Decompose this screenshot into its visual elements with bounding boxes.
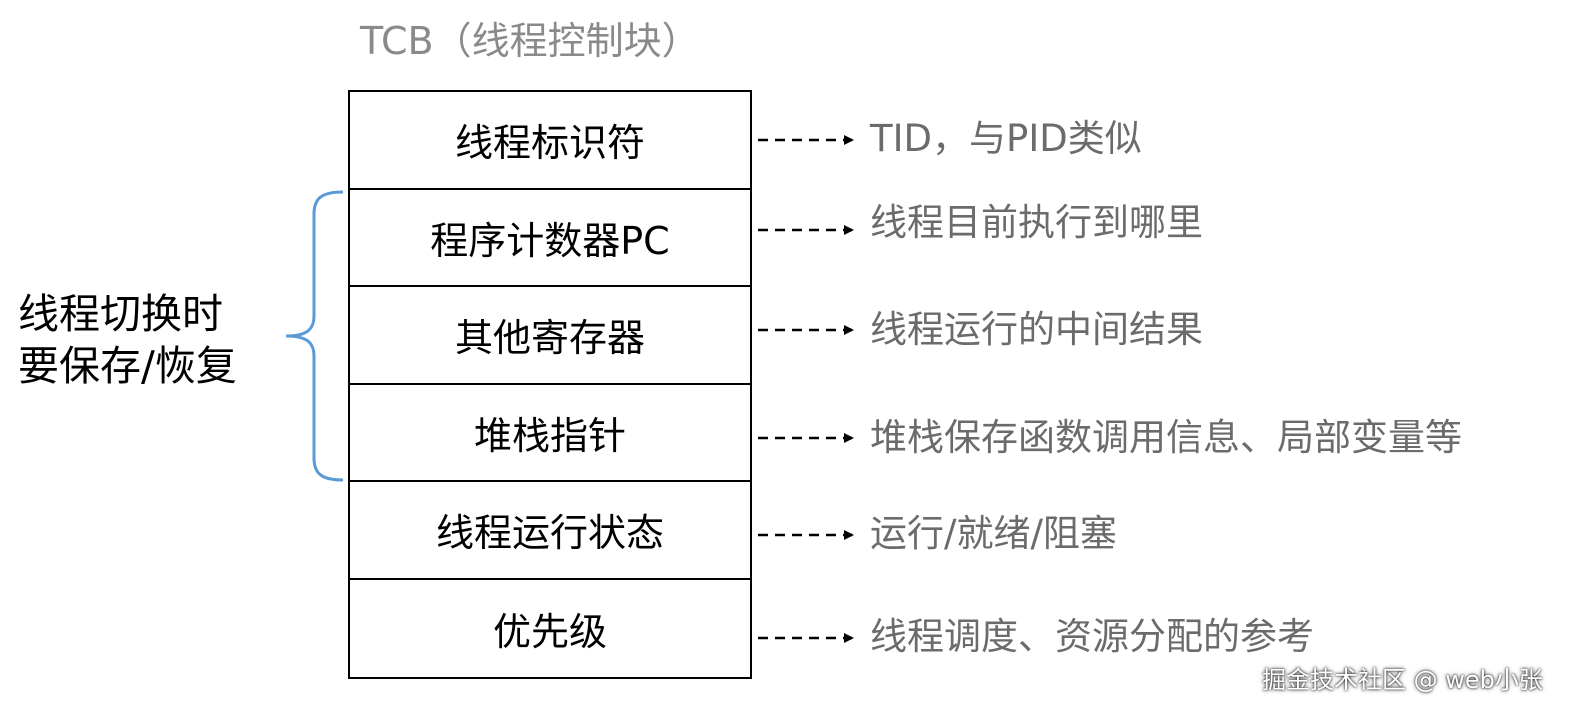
group-label-line2: 要保存/恢复 (18, 342, 237, 390)
tcb-row-other-registers: 其他寄存器 (350, 287, 750, 385)
tcb-table: 线程标识符 程序计数器PC 其他寄存器 堆栈指针 线程运行状态 优先级 (348, 90, 752, 679)
desc-stack-pointer: 堆栈保存函数调用信息、局部变量等 (870, 416, 1462, 459)
desc-other-registers: 线程运行的中间结果 (870, 308, 1203, 351)
group-brace (285, 190, 344, 482)
tcb-row-program-counter: 程序计数器PC (350, 190, 750, 287)
desc-priority: 线程调度、资源分配的参考 (870, 615, 1314, 658)
desc-program-counter: 线程目前执行到哪里 (870, 201, 1203, 244)
diagram-title: TCB（线程控制块） (360, 19, 700, 63)
watermark: 掘金技术社区 @ web小张 (1262, 666, 1543, 694)
desc-thread-id: TID，与PID类似 (870, 117, 1142, 160)
desc-thread-state: 运行/就绪/阻塞 (870, 512, 1117, 555)
group-label-line1: 线程切换时 (18, 290, 223, 338)
tcb-row-thread-state: 线程运行状态 (350, 482, 750, 580)
tcb-row-thread-id: 线程标识符 (350, 92, 750, 190)
tcb-row-stack-pointer: 堆栈指针 (350, 385, 750, 482)
tcb-row-priority: 优先级 (492, 609, 607, 654)
